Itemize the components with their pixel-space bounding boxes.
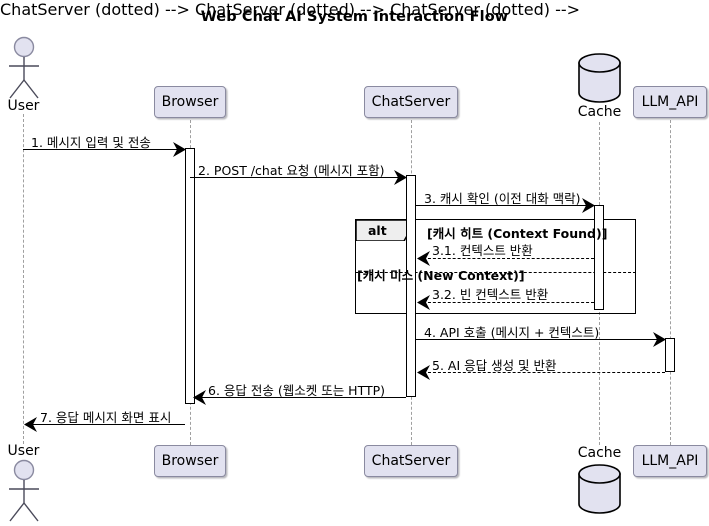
database-cylinder-icon [578,53,621,103]
message-arrowhead-3-1 [417,251,430,266]
message-arrowhead-4 [653,332,666,347]
participant-label-chatserver-top: ChatServer [371,94,451,110]
message-label-4: 4. API 호출 (메시지 + 컨텍스트) [424,325,600,340]
message-arrowhead-3-2 [417,295,430,310]
activation-chatserver [406,175,416,397]
message-line-3 [416,205,594,206]
activation-browser [185,148,195,404]
participant-label-llm-api-top: LLM_API [641,94,699,110]
actor-label-user-top: User [7,98,40,114]
message-label-6: 6. 응답 전송 (웹소켓 또는 HTTP) [208,383,386,398]
participant-browser-bottom[interactable]: Browser [154,445,226,477]
alt-fragment-tab [356,220,416,241]
lifeline-llm-api [670,120,671,445]
participant-llm-api-top[interactable]: LLM_API [633,86,707,118]
message-line-6 [199,397,406,398]
participant-llm-api-bottom[interactable]: LLM_API [633,445,707,477]
participant-label-browser-top: Browser [161,94,219,110]
participant-chatserver-top[interactable]: ChatServer [364,86,458,118]
message-arrowhead-5 [417,365,430,380]
database-cache-bottom[interactable] [577,464,622,518]
message-line-1 [23,149,185,150]
alt-fragment-box [355,219,636,314]
message-label-3: 3. 캐시 확인 (이전 대화 맥락) [424,191,581,206]
participant-label-llm-api-bottom: LLM_API [641,453,699,469]
participant-label-chatserver-bottom: ChatServer [371,453,451,469]
database-cache-top[interactable] [577,53,622,107]
database-label-cache-top: Cache [577,104,622,120]
actor-figure-icon [9,459,39,522]
message-label-1: 1. 메시지 입력 및 전송 [31,135,151,150]
message-arrowhead-3 [582,198,595,213]
participant-label-browser-bottom: Browser [161,453,219,469]
message-label-2: 2. POST /chat 요청 (메시지 포함) [198,163,385,178]
message-line-5 [423,372,665,373]
message-line-7 [32,424,185,425]
actor-user-bottom[interactable] [4,459,44,522]
database-label-cache-bottom: Cache [577,445,622,461]
message-arrowhead-1 [173,142,186,157]
message-arrowhead-7 [24,417,37,432]
message-arrowhead-2 [394,170,407,185]
message-label-3-1: 3.1. 컨텍스트 반환 [432,243,533,258]
message-line-2 [190,177,406,178]
activation-cache [594,205,604,310]
participant-chatserver-bottom[interactable]: ChatServer [364,445,458,477]
message-label-5: 5. AI 응답 생성 및 반환 [432,358,557,373]
activation-llm-api [665,338,675,372]
actor-user-top[interactable] [4,36,44,99]
alt-branch-guard-1: [캐시 히트 (Context Found)] [427,226,608,241]
actor-figure-icon [9,36,39,99]
message-label-7: 7. 응답 메시지 화면 표시 [40,410,172,425]
message-line-4 [416,339,665,340]
lifeline-user [23,114,24,444]
message-line-3-1 [423,258,594,259]
alt-else-divider [355,272,636,273]
participant-browser-top[interactable]: Browser [154,86,226,118]
actor-label-user-bottom: User [7,443,40,459]
message-label-3-2: 3.2. 빈 컨텍스트 반환 [432,287,549,302]
alt-branch-guard-2: [캐시 미스 (New Context)] [357,268,525,283]
alt-fragment-tab-label: alt [368,223,387,238]
database-cylinder-icon [578,464,621,514]
message-line-3-2 [423,302,594,303]
message-arrowhead-6 [193,390,206,405]
page-title: Web Chat AI System Interaction Flow [200,9,509,25]
